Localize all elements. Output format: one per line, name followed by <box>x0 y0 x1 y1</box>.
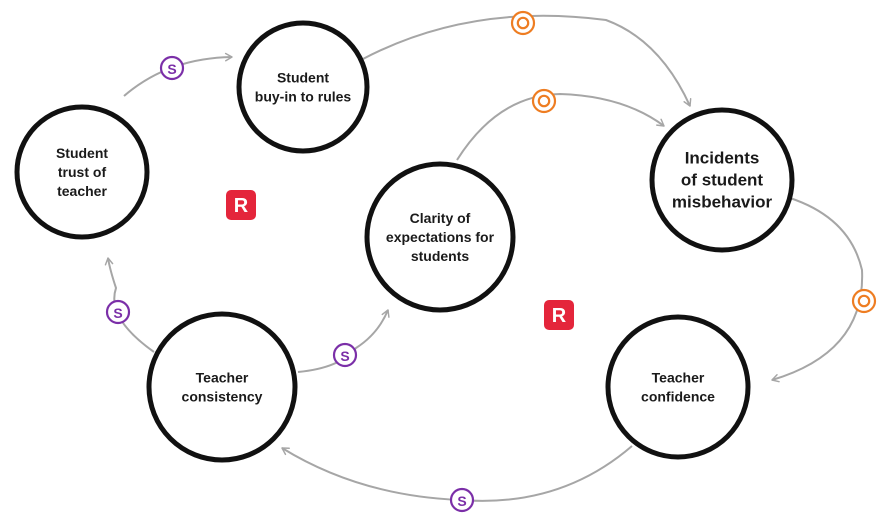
node-label-trust-line-1: Student <box>56 145 108 161</box>
node-circle-confidence <box>605 314 751 460</box>
node-label-incidents-line-2: of student <box>681 171 763 190</box>
polarity-marker-ring <box>531 88 557 114</box>
polarity-marker-letter: S <box>457 493 466 509</box>
node-clarity: Clarity of expectations for students <box>364 161 516 313</box>
node-label-buyin-line-1: Student <box>277 70 329 86</box>
polarity-marker-letter <box>537 94 551 108</box>
node-consistency: Teacher consistency <box>146 311 298 463</box>
reinforcing-loop-badge-2: R <box>544 300 574 330</box>
node-label-incidents-line-3: misbehavior <box>672 193 773 212</box>
node-label-trust-line-3: teacher <box>57 183 107 199</box>
link-arrow-buyin-to-incidents <box>360 14 692 107</box>
reinforcing-loop-badge-1: R <box>226 190 256 220</box>
node-buyin: Student buy-in to rules <box>236 20 370 154</box>
link-arrow-clarity-to-incidents <box>456 92 665 161</box>
node-label-incidents-line-1: Incidents <box>685 149 760 168</box>
same-polarity-marker-trust-to-buyin: S <box>159 55 185 81</box>
reinforcing-loop-label: R <box>234 195 249 217</box>
node-label-consistency-line-2: consistency <box>182 389 263 405</box>
polarity-marker-ring <box>159 55 185 81</box>
node-trust: Student trust of teacher <box>14 104 150 240</box>
polarity-marker-letter: S <box>167 61 176 77</box>
same-polarity-marker-confidence-to-consistency: S <box>449 487 475 513</box>
opposite-polarity-marker-incidents-to-confidence <box>851 288 877 314</box>
node-circle-trust <box>14 104 150 240</box>
node-incidents: Incidents of student misbehavior <box>649 107 795 253</box>
same-polarity-marker-consistency-to-trust: S <box>105 299 131 325</box>
node-label-trust-line-2: trust of <box>58 164 107 180</box>
node-circle-clarity <box>364 161 516 313</box>
node-label-confidence-line-1: Teacher <box>652 370 705 386</box>
node-circle-consistency <box>146 311 298 463</box>
node-label-consistency-line-1: Teacher <box>196 370 249 386</box>
opposite-polarity-marker-clarity-to-incidents <box>531 88 557 114</box>
polarity-marker-letter <box>516 16 530 30</box>
polarity-marker-ring <box>449 487 475 513</box>
polarity-marker-ring <box>851 288 877 314</box>
same-polarity-marker-consistency-to-clarity: S <box>332 342 358 368</box>
node-circle-incidents <box>649 107 795 253</box>
polarity-marker-letter: S <box>340 348 349 364</box>
link-arrow-incidents-to-confidence <box>771 197 864 383</box>
node-label-confidence-line-2: confidence <box>641 389 715 405</box>
node-label-clarity-line-1: Clarity of <box>410 210 471 226</box>
polarity-marker-ring <box>510 10 536 36</box>
opposite-polarity-marker-buyin-to-incidents <box>510 10 536 36</box>
node-label-clarity-line-2: expectations for <box>386 229 495 245</box>
node-confidence: Teacher confidence <box>605 314 751 460</box>
reinforcing-loop-badge-bg <box>226 190 256 220</box>
polarity-marker-letter: S <box>113 305 122 321</box>
reinforcing-loop-badge-bg <box>544 300 574 330</box>
polarity-marker-ring <box>332 342 358 368</box>
reinforcing-loop-label: R <box>552 305 567 327</box>
node-label-clarity-line-3: students <box>411 248 470 264</box>
node-label-buyin-line-2: buy-in to rules <box>255 89 352 105</box>
link-arrow-consistency-to-clarity <box>297 309 390 373</box>
link-arrow-consistency-to-trust <box>104 257 155 353</box>
node-circle-buyin <box>236 20 370 154</box>
polarity-marker-letter <box>857 294 871 308</box>
polarity-marker-ring <box>105 299 131 325</box>
